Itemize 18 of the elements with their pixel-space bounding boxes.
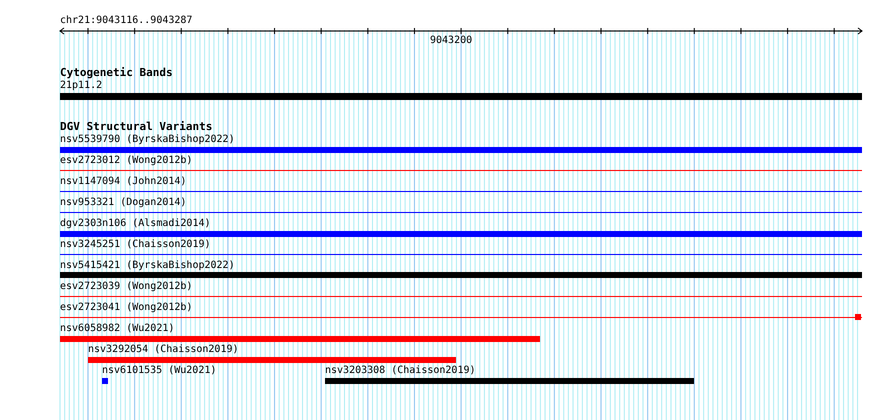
feature-label: nsv3292054 (Chaisson2019) — [88, 344, 239, 355]
feature-label: nsv6058982 (Wu2021) — [60, 323, 174, 334]
track-title: DGV Structural Variants — [60, 121, 212, 132]
feature-label: nsv5415421 (ByrskaBishop2022) — [60, 260, 235, 271]
feature-label: dgv2303n106 (Alsmadi2014) — [60, 218, 211, 229]
feature-label: esv2723039 (Wong2012b) — [60, 281, 192, 292]
feature-label: esv2723041 (Wong2012b) — [60, 302, 192, 313]
track-title: Cytogenetic Bands — [60, 67, 173, 78]
feature-label: nsv3245251 (Chaisson2019) — [60, 239, 211, 250]
feature-label: nsv5539790 (ByrskaBishop2022) — [60, 134, 235, 145]
band-label: 21p11.2 — [60, 80, 102, 91]
feature-label: nsv1147094 (John2014) — [60, 176, 186, 187]
feature-label: esv2723012 (Wong2012b) — [60, 155, 192, 166]
feature-label: nsv953321 (Dogan2014) — [60, 197, 186, 208]
region-label: chr21:9043116..9043287 — [60, 15, 192, 26]
feature-label: nsv3203308 (Chaisson2019) — [325, 365, 476, 376]
tick-label: 9043200 — [430, 35, 472, 46]
feature-label: nsv6101535 (Wu2021) — [102, 365, 216, 376]
